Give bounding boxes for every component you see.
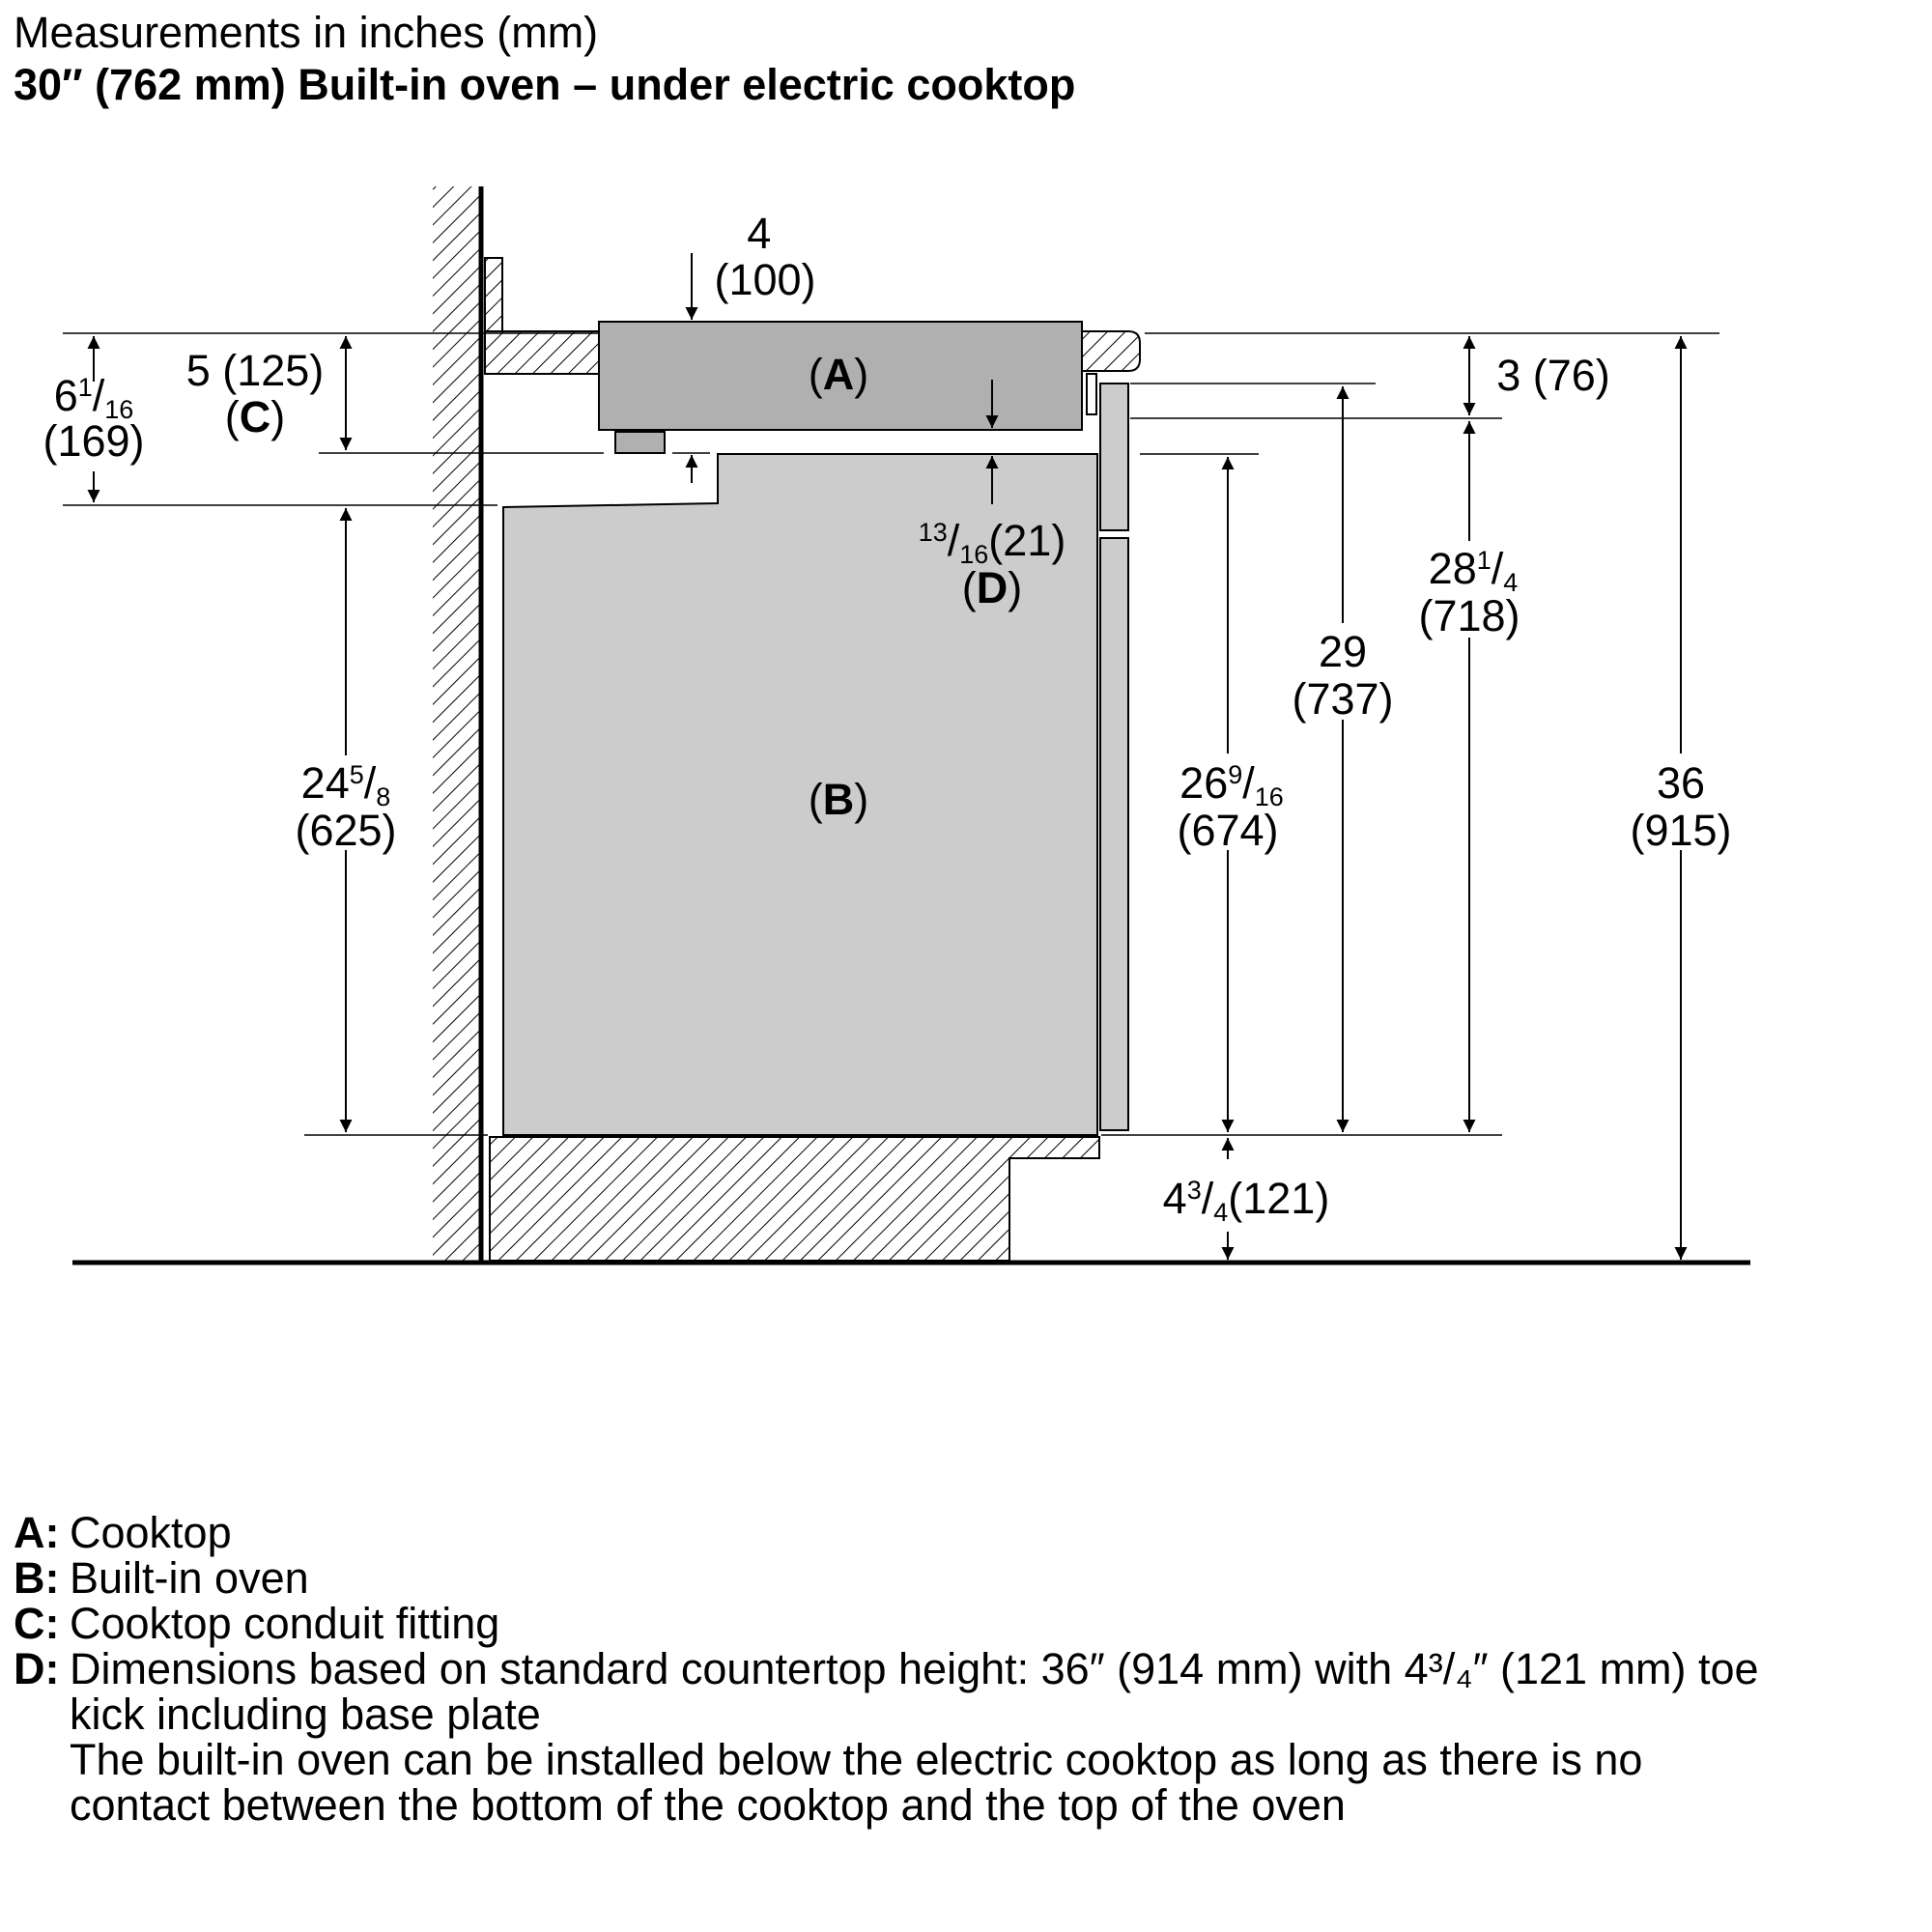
to-countertop-dimension-mm: (737) <box>1292 674 1393 724</box>
legend-text: Built-in oven <box>70 1553 309 1603</box>
legend-item-a: A: Cooktop <box>14 1510 1907 1555</box>
total-height-dimension-mm: (915) <box>1630 806 1731 855</box>
oven-label: (B) <box>809 775 869 824</box>
wall-hatching <box>433 186 479 1261</box>
extension-lines <box>63 332 1719 1136</box>
cooktop: (A) <box>598 321 1083 431</box>
legend-key: D: <box>14 1644 60 1693</box>
backsplash <box>484 257 503 332</box>
oven-height-dimension: 269/16 <box>1179 758 1284 811</box>
legend-text: Cooktop conduit fitting <box>70 1599 500 1648</box>
oven-drawer-panel <box>1099 383 1129 531</box>
legend-text: Dimensions based on standard countertop … <box>70 1644 1759 1830</box>
oven-trim <box>1086 373 1097 415</box>
units-note: Measurements in inches (mm) <box>14 8 599 57</box>
dimension-d-label: (D) <box>962 563 1023 612</box>
cooktop-label: (A) <box>809 350 869 399</box>
to-countertop-dimension: 29 <box>1319 627 1367 676</box>
left-overall-dimension-mm: (169) <box>43 416 144 466</box>
legend-key: A: <box>14 1508 60 1557</box>
wall <box>433 186 484 1263</box>
dimension-texts: 4 (100) 5 (125) (C) 61/16 (169) 3 (76) 1… <box>43 209 1731 1227</box>
toe-kick-dimension: 43/4(121) <box>1163 1174 1330 1227</box>
legend-item-c: C: Cooktop conduit fitting <box>14 1601 1907 1646</box>
left-overall-dimension: 61/16 <box>54 371 134 424</box>
oven: (B) <box>502 373 1129 1136</box>
to-cooktop-bottom-dimension-mm: (718) <box>1418 591 1520 640</box>
conduit-label: (C) <box>225 392 286 441</box>
legend-key: B: <box>14 1553 60 1603</box>
legend: A: Cooktop B: Built-in oven C: Cooktop c… <box>14 1510 1907 1828</box>
top-gap-dimension: 4 (100) <box>714 209 815 304</box>
countertop <box>484 330 1141 375</box>
legend-text: Cooktop <box>70 1508 232 1557</box>
countertop-front <box>1081 330 1141 372</box>
gap-d-dimension: 13/16(21) <box>919 516 1066 569</box>
legend-key: C: <box>14 1599 60 1648</box>
cutout-depth-dimension: 5 (125) <box>186 346 325 395</box>
toe-kick-base <box>489 1136 1100 1262</box>
header: Measurements in inches (mm) 30″ (762 mm)… <box>14 6 1849 110</box>
oven-body <box>502 453 1098 1136</box>
opening-height-dimension-mm: (625) <box>295 806 396 855</box>
total-height-dimension: 36 <box>1657 758 1705 808</box>
oven-height-dimension-mm: (674) <box>1177 806 1278 855</box>
countertop-back <box>484 330 600 375</box>
opening-height-dimension: 245/8 <box>301 758 391 811</box>
legend-item-b: B: Built-in oven <box>14 1555 1907 1601</box>
conduit-fitting <box>614 431 666 454</box>
oven-door <box>1099 537 1129 1131</box>
to-cooktop-bottom-dimension: 281/4 <box>1429 544 1519 597</box>
cooktop-depth-dimension: 3 (76) <box>1496 351 1610 400</box>
legend-item-d: D: Dimensions based on standard countert… <box>14 1646 1907 1828</box>
cooktop-body <box>598 321 1083 431</box>
dimension-lines <box>87 253 1688 1260</box>
page-title: 30″ (762 mm) Built-in oven – under elect… <box>14 60 1076 109</box>
